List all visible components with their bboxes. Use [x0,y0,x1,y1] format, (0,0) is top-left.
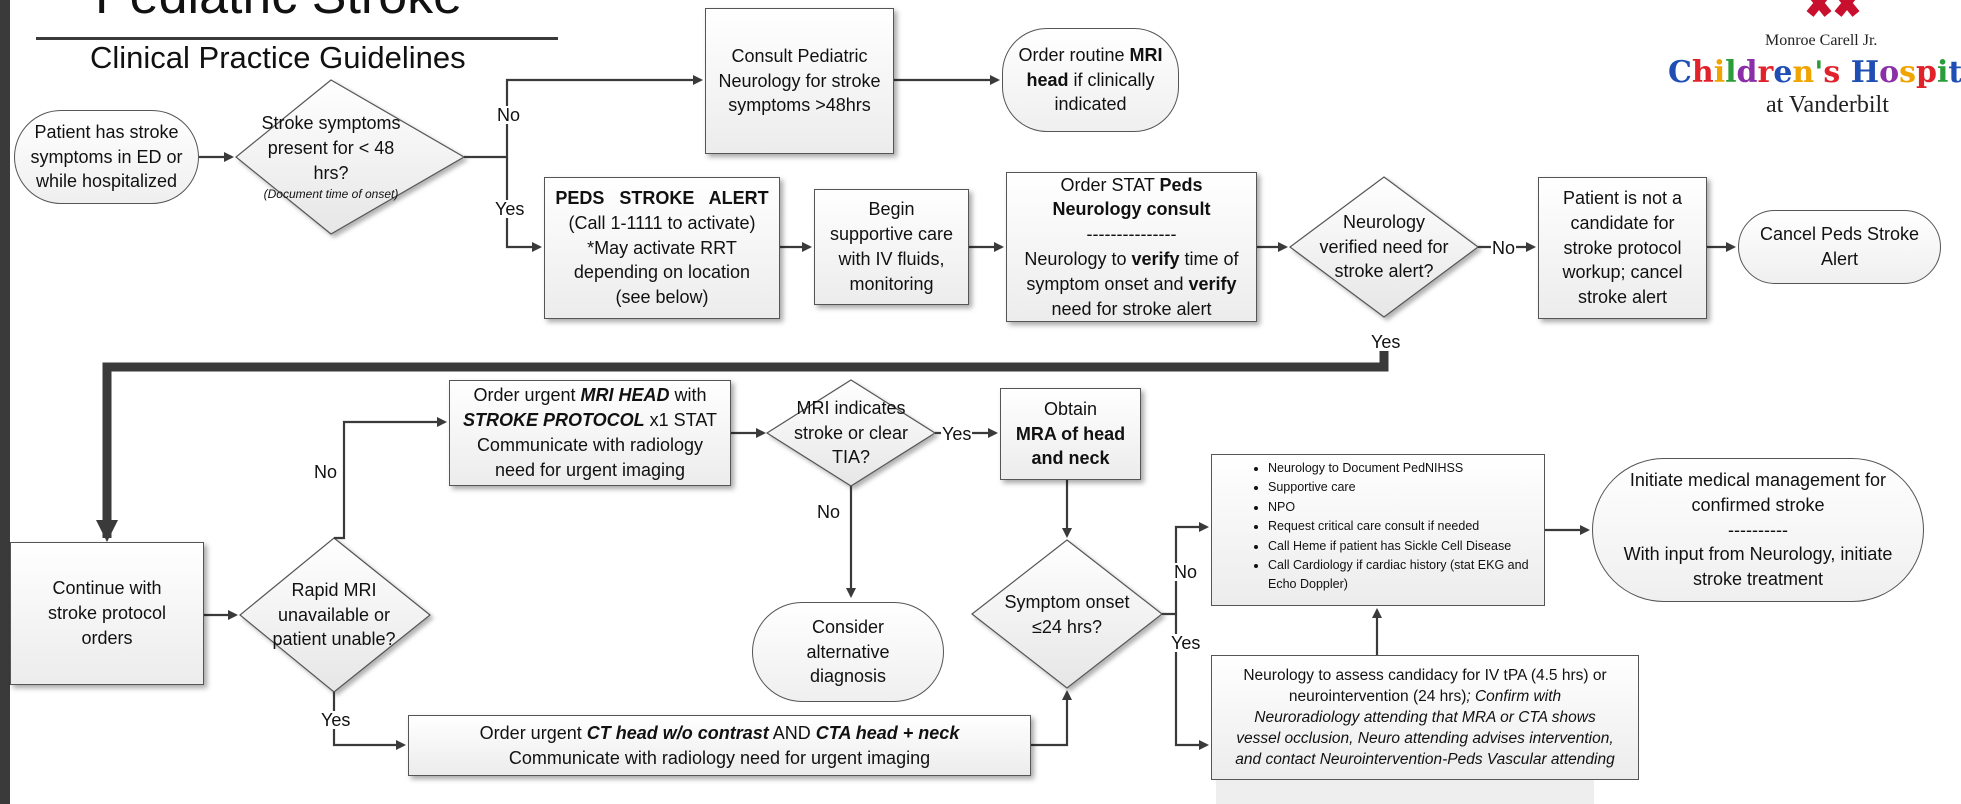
logo-top-line: Monroe Carell Jr. [1765,32,1878,49]
obtain-mra-node: Obtain MRA of head and neck [1000,388,1141,480]
left-edge-bar [0,0,10,804]
decision-diamond-48hrs [235,79,466,235]
medical-management-node: Initiate medical management for confirme… [1592,458,1924,602]
list-item: Request critical care consult if needed [1268,517,1538,536]
logo-letter: n [1792,55,1815,90]
alt-diagnosis-node: Consider alternative diagnosis [752,602,944,702]
list-item: Call Heme if patient has Sickle Cell Dis… [1268,537,1538,556]
logo-main-line: Children's Hospital [1668,55,1961,90]
edge-label-no: No [1491,238,1517,258]
logo-letter: i [1937,55,1949,90]
management-checklist-node: Neurology to Document PedNIHSS Supportiv… [1211,454,1545,606]
urgent-mri-node: Order urgent MRI HEAD with STROKE PROTOC… [449,380,731,486]
logo-letter: o [1879,55,1900,90]
decision-neurology-verified: Neurology verified need for stroke alert… [1319,211,1449,282]
edge-label-yes: Yes [1170,633,1202,653]
logo-letter: i [1713,55,1726,90]
page-title: Pediatric Stroke [95,0,462,26]
tpa-candidacy-node: Neurology to assess candidacy for IV tPA… [1211,655,1639,780]
edge-label-yes: Yes [494,199,526,219]
cancel-alert-node: Cancel Peds Stroke Alert [1738,210,1941,284]
logo-letter: s [1823,55,1841,90]
decision-diamond-onset [971,539,1163,689]
edge-label-no: No [313,462,339,482]
decision-diamond-verified [1288,176,1480,318]
edge-label-yes: Yes [320,710,352,730]
peds-stroke-alert-node: PEDS STROKE ALERT (Call 1-1111 to activa… [544,177,780,319]
logo-letter: H [1850,55,1880,90]
start-patient-symptoms: Patient has stroke symptoms in ED or whi… [14,110,199,204]
edge-label-no: No [496,105,522,125]
title-underline [36,37,558,40]
logo-letter: p [1916,55,1937,90]
logo-letter: C [1668,55,1692,90]
edge-label-no: No [1173,562,1199,582]
logo-letter: ' [1814,55,1824,90]
logo-letter: h [1691,55,1714,90]
continue-protocol-node: Continue with stroke protocol orders [10,542,204,685]
not-candidate-node: Patient is not a candidate for stroke pr… [1538,177,1707,319]
decision-symptoms-48hrs: Stroke symptoms present for < 48 hrs? (D… [261,113,401,201]
consult-neurology-node: Consult Pediatric Neurology for stroke s… [705,8,894,154]
logo-letter: d [1736,55,1758,90]
edge-label-no: No [816,502,842,522]
decision-mri-indicates: MRI indicates stroke or clear TIA? [793,397,909,468]
logo-bottom-line: at Vanderbilt [1766,92,1889,118]
hospital-logo: Monroe Carell Jr. Children's Hospital at… [1652,0,1961,130]
list-item: NPO [1268,498,1538,517]
list-item: Neurology to Document PedNIHSS [1268,459,1538,478]
list-item: Supportive care [1268,478,1538,497]
logo-letter: t [1948,55,1961,90]
decision-onset-24hrs: Symptom onset ≤24 hrs? [1004,592,1130,637]
logo-letter: l [1725,55,1737,90]
decision-rapid-mri: Rapid MRI unavailable or patient unable? [272,579,396,650]
supportive-care-node: Begin supportive care with IV fluids, mo… [814,189,969,305]
routine-mri-node: Order routine MRI head if clinically ind… [1002,28,1179,132]
edge-label-yes: Yes [1370,332,1402,352]
edge-label-yes: Yes [941,424,973,444]
page-subtitle: Clinical Practice Guidelines [90,40,466,75]
logo-letter: s [1899,55,1917,90]
logo-cross-icon [1806,0,1860,17]
logo-letter: e [1773,55,1793,90]
ct-order-node: Order urgent CT head w/o contrast AND CT… [408,715,1031,776]
logo-letter: r [1757,55,1774,90]
management-checklist: Neurology to Document PedNIHSS Supportiv… [1218,459,1538,595]
list-item: Call Cardiology if cardiac history (stat… [1268,556,1538,595]
stat-neurology-consult-node: Order STAT Peds Neurology consult ------… [1006,172,1257,322]
